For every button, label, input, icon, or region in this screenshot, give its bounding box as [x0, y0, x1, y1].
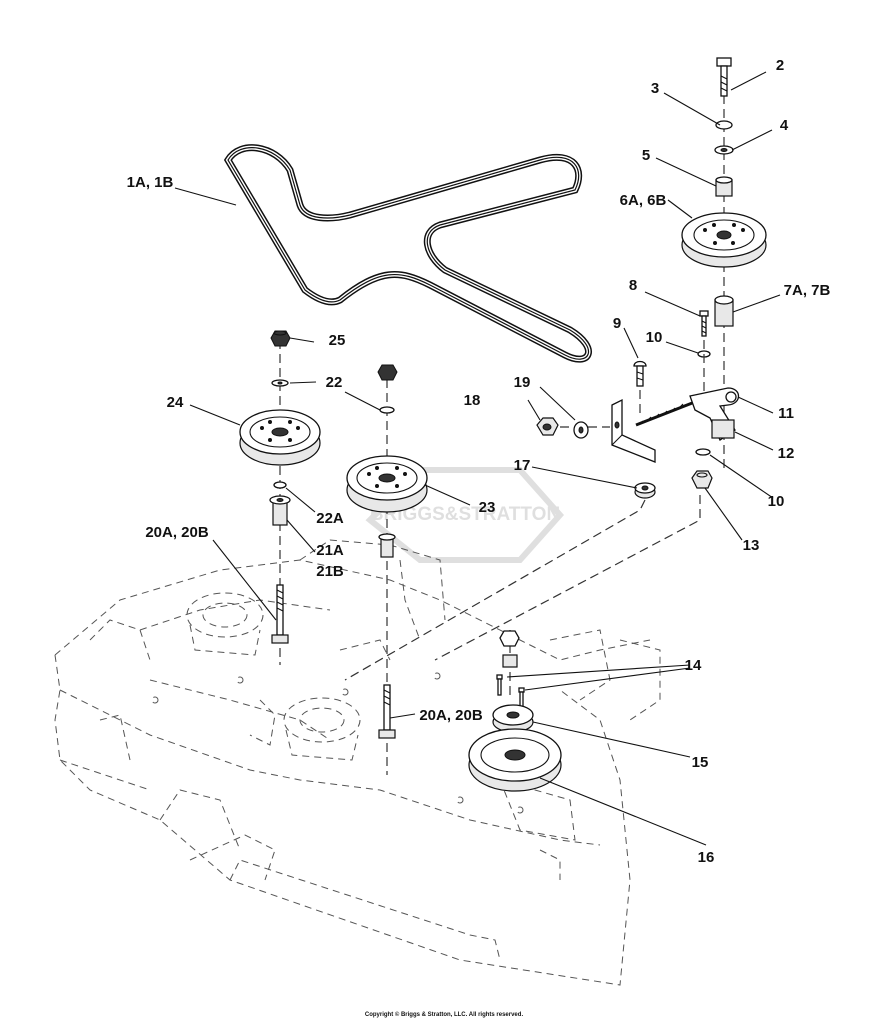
callout-19: 19 [514, 374, 531, 391]
callout-24: 24 [167, 394, 184, 411]
callout-9: 9 [613, 315, 621, 332]
idler-pulley-6 [681, 212, 767, 268]
callout-5: 5 [642, 147, 650, 164]
callout-21a: 21A [316, 542, 344, 559]
leader-lines [174, 71, 781, 846]
nut-13 [691, 470, 713, 489]
washer-22a-left [273, 481, 287, 489]
nut-25 [270, 330, 291, 347]
spacer-top [502, 654, 518, 668]
spacer-5 [715, 176, 733, 197]
lockwasher-3 [715, 120, 733, 130]
spacer-21-left [269, 495, 291, 526]
callout-2: 2 [776, 57, 784, 74]
washer-22-center [379, 406, 395, 414]
callout-22: 22 [326, 374, 343, 391]
nut-top [499, 630, 520, 647]
callout-12: 12 [778, 445, 795, 462]
copyright-notice: Copyright © Briggs & Stratton, LLC. All … [364, 1012, 524, 1018]
callout-11: 11 [778, 405, 794, 422]
nut-25-center [377, 364, 398, 381]
carriage-bolt-9 [633, 360, 647, 387]
spacer-21-center [378, 533, 396, 558]
spacer-7 [714, 295, 734, 327]
drive-pulley-assembly [468, 630, 562, 792]
callout-13: 13 [743, 537, 760, 554]
callout-20-center: 20A, 20B [419, 707, 483, 724]
callout-22a: 22A [316, 510, 344, 527]
callout-8: 8 [629, 277, 637, 294]
callout-15: 15 [692, 754, 709, 771]
bolt-2 [716, 57, 732, 97]
callout-25: 25 [329, 332, 346, 349]
callout-18: 18 [464, 392, 481, 409]
callout-3: 3 [651, 80, 659, 97]
callout-16: 16 [698, 849, 715, 866]
bracket [611, 398, 656, 463]
bolt-20-center [378, 684, 396, 739]
callout-23: 23 [479, 499, 496, 516]
idler-stack-right [681, 57, 767, 470]
washer-10-lower [695, 448, 711, 456]
hub-15 [492, 704, 534, 733]
callout-14: 14 [685, 657, 702, 674]
callouts: 1A, 1B 2 3 4 5 6A, 6B 7A, 7B 8 9 10 11 1… [127, 57, 831, 866]
callout-1: 1A, 1B [127, 174, 174, 191]
bolt-20-left [271, 584, 289, 644]
watermark-text: BRIGGS&STRATTON [370, 504, 560, 525]
pulley-24 [239, 409, 321, 466]
idler-arm-11 [635, 387, 740, 441]
nut-18 [536, 417, 559, 436]
callout-20-left: 20A, 20B [145, 524, 209, 541]
callout-6: 6A, 6B [620, 192, 667, 209]
callout-17: 17 [514, 457, 531, 474]
callout-7: 7A, 7B [784, 282, 831, 299]
spacer-17 [634, 482, 656, 499]
belt [223, 144, 592, 363]
callout-4: 4 [780, 117, 789, 134]
pulley-stack-center [346, 364, 428, 775]
callout-21b: 21B [316, 563, 344, 580]
mower-deck-outline [54, 539, 661, 986]
washer-19 [573, 421, 589, 439]
pulley-23 [346, 455, 428, 513]
callout-10-lower: 10 [768, 493, 785, 510]
callout-10-upper: 10 [646, 329, 663, 346]
bolt-8 [699, 310, 709, 337]
pulley-16 [468, 728, 562, 792]
pulley-stack-left [239, 330, 321, 665]
